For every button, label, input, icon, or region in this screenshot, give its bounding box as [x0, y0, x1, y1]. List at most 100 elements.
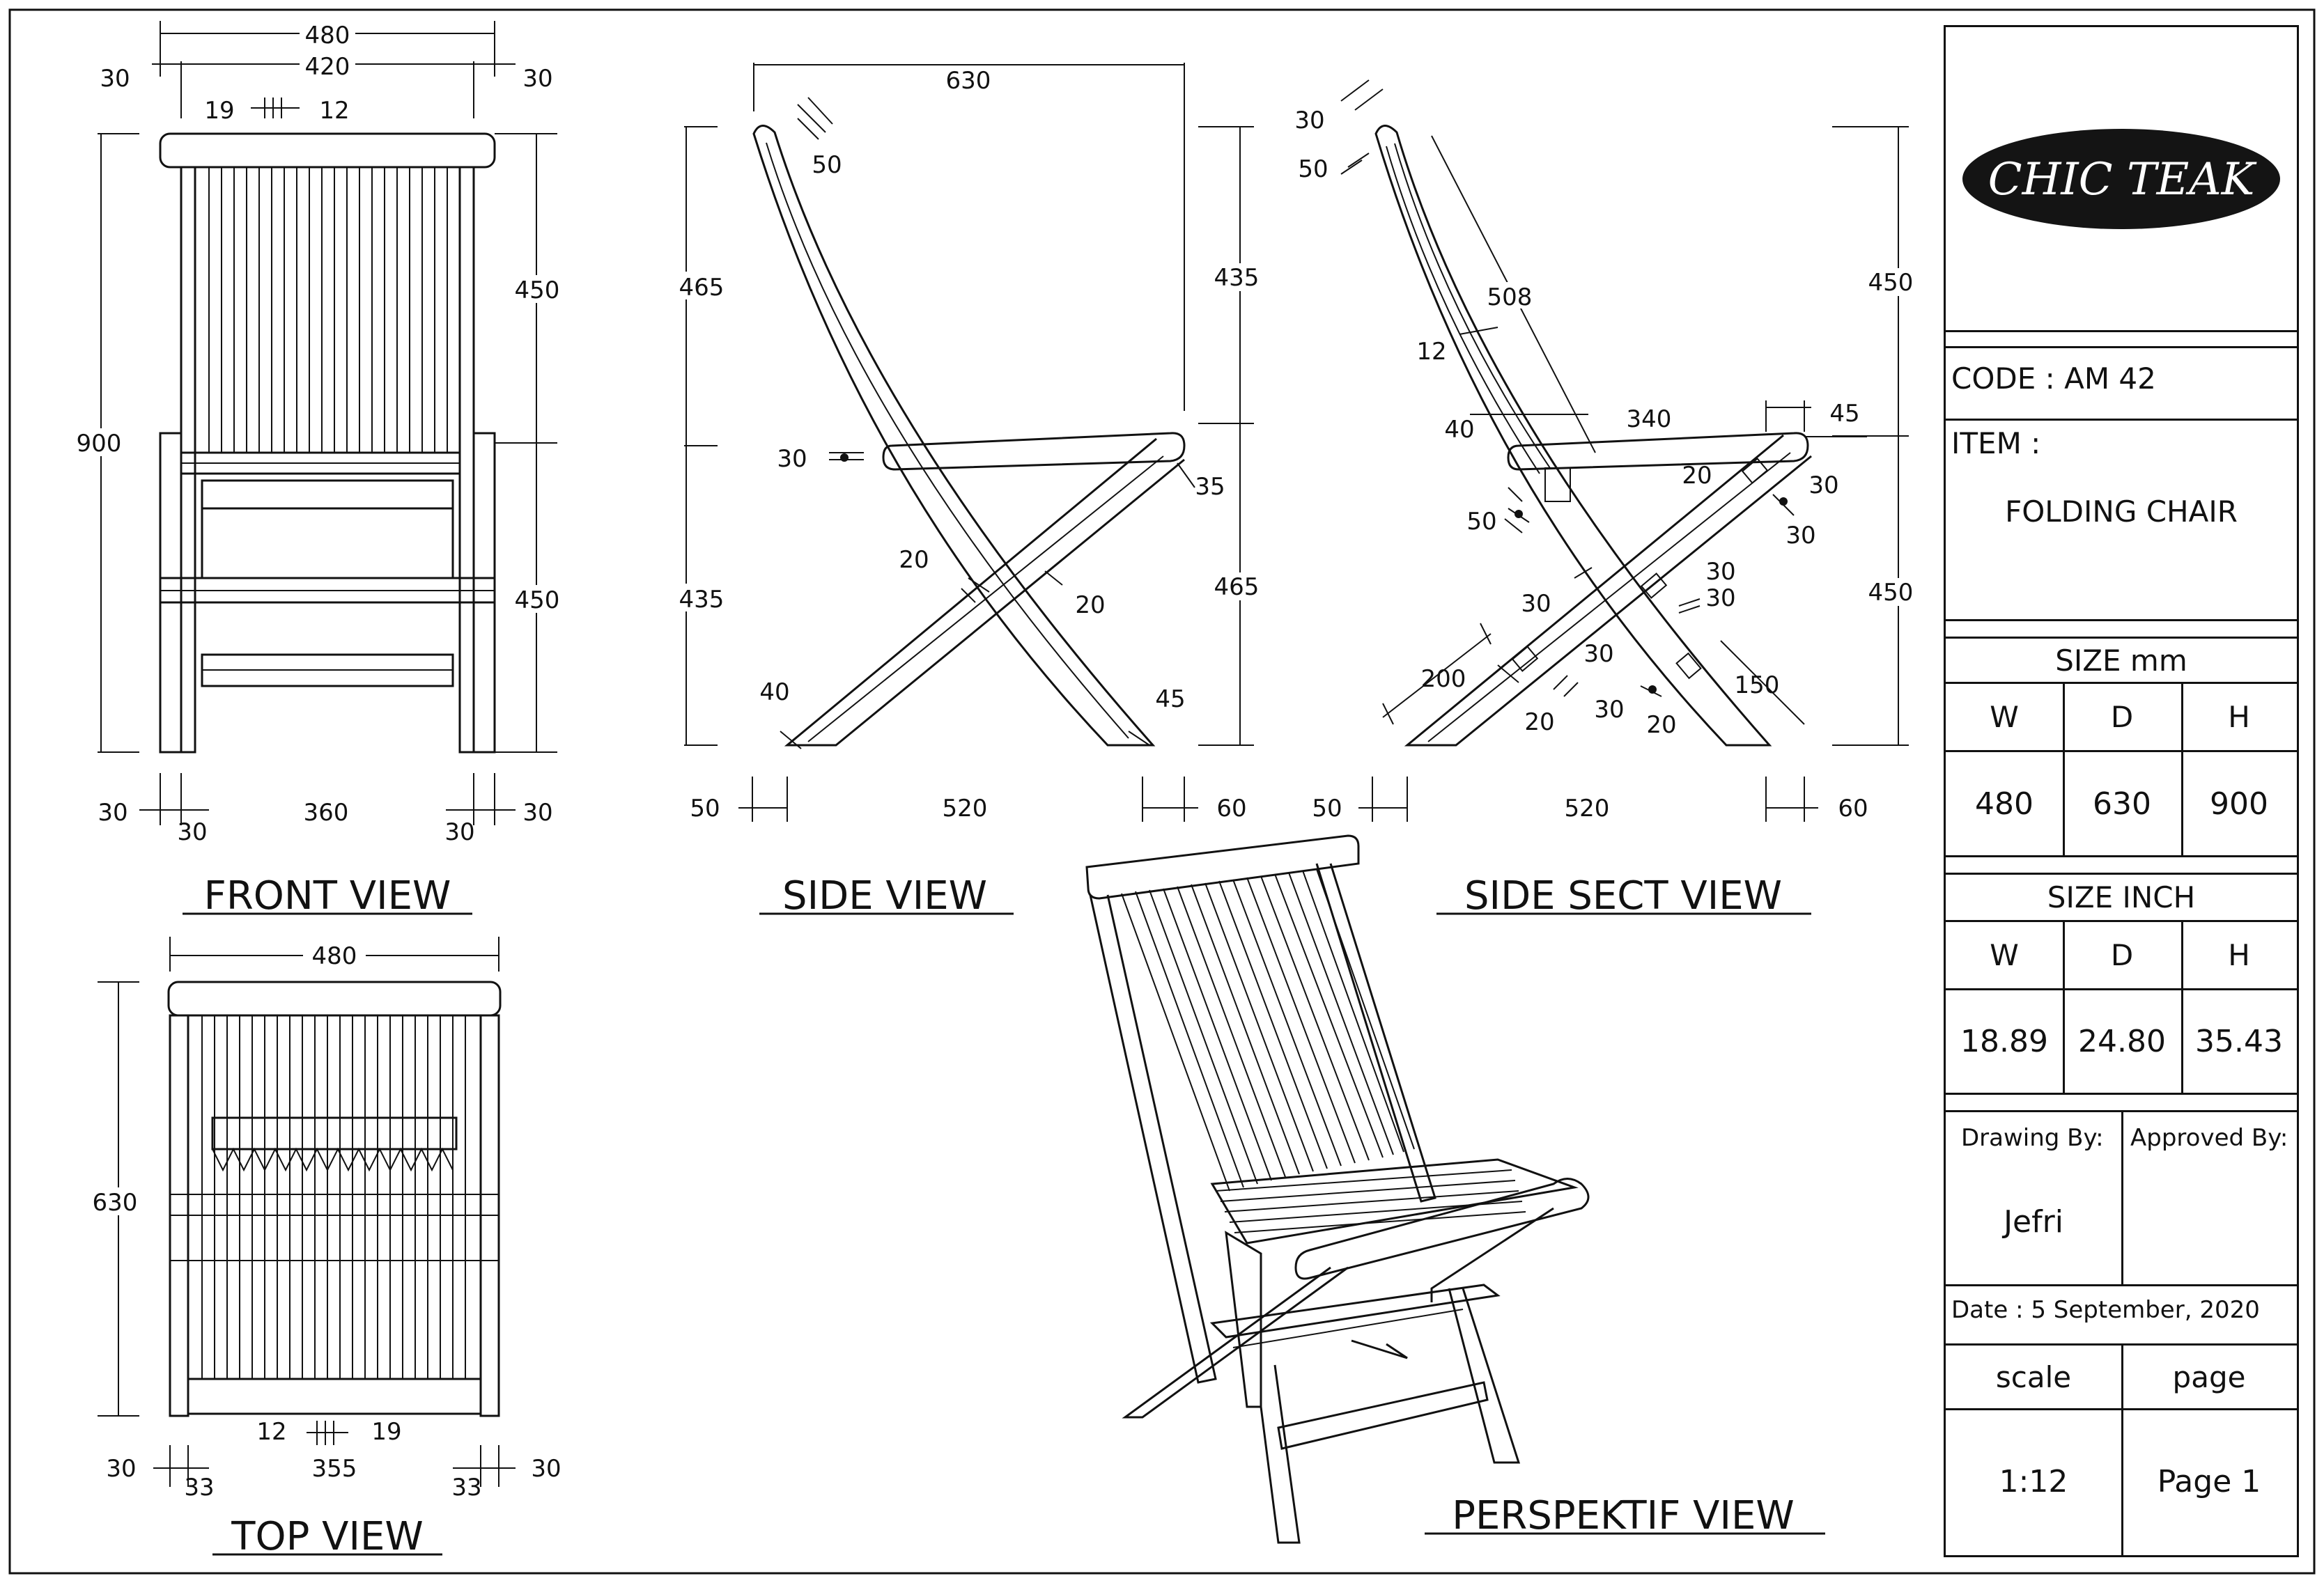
- dim-side-right-lower: 465: [1214, 573, 1260, 601]
- item-label: ITEM :: [1951, 426, 2041, 460]
- side-sect-view-dims: [1340, 79, 1909, 822]
- item-value: FOLDING CHAIR: [2005, 494, 2238, 529]
- dim-side-arm-end: 35: [1195, 473, 1225, 501]
- dim-side-top-cap: 50: [812, 151, 842, 179]
- sheet-border: [8, 8, 2316, 1575]
- dim-sect-right-lower: 450: [1868, 579, 1914, 607]
- dim-front-upper-height: 450: [515, 276, 560, 304]
- perspective-view-title: PERSPEKTIF VIEW: [1452, 1493, 1794, 1538]
- size-mm-value-h: 900: [2210, 786, 2268, 822]
- dim-sect-base-right: 60: [1838, 795, 1868, 822]
- dim-side-arm: 30: [777, 445, 807, 473]
- dim-side-left-lower: 435: [679, 586, 725, 614]
- side-view-dim-labels: 630 50 465 435 435 465 30 35 20 20 40 45…: [672, 66, 1264, 822]
- side-view-title: SIDE VIEW: [782, 873, 987, 919]
- dim-front-base-left: 30: [98, 799, 127, 827]
- dim-sect-brace-b: 30: [1705, 558, 1735, 586]
- dim-sect-top-b: 50: [1298, 155, 1328, 183]
- dim-front-side-left: 30: [100, 65, 130, 93]
- dim-sect-lower-f: 150: [1735, 671, 1780, 699]
- front-view-title: FRONT VIEW: [204, 873, 451, 919]
- chic-teak-logo: CHIC TEAK: [1962, 128, 2280, 229]
- dim-front-side-right: 30: [522, 65, 552, 93]
- dim-side-joint-b: 20: [1075, 591, 1105, 619]
- dim-sect-brace-d: 30: [1583, 640, 1613, 668]
- scale-label: scale: [1995, 1359, 2072, 1394]
- dim-top-depth: 630: [93, 1189, 138, 1217]
- size-mm-header-d: D: [2110, 700, 2134, 734]
- date: Date : 5 September, 2020: [1951, 1296, 2260, 1324]
- dim-sect-lower-e: 20: [1646, 711, 1676, 739]
- dim-front-base-right: 30: [522, 799, 552, 827]
- approved-by-label: Approved By:: [2130, 1124, 2288, 1152]
- dim-sect-brace-a: 50: [1466, 508, 1496, 536]
- dim-sect-arm-len: 340: [1627, 405, 1672, 433]
- dim-front-total-height: 900: [77, 430, 122, 458]
- dim-sect-lower-a: 200: [1421, 665, 1466, 693]
- dim-sect-top-a: 30: [1294, 107, 1324, 134]
- top-view-title: TOP VIEW: [231, 1514, 423, 1559]
- dim-sect-lower-c: 30: [1594, 696, 1624, 724]
- size-mm-title: SIZE mm: [2055, 643, 2187, 678]
- dim-side-right-upper: 435: [1214, 264, 1260, 292]
- perspective-view-drawing: [1085, 834, 1590, 1544]
- dim-sect-lower-b: 20: [1524, 708, 1554, 736]
- size-inch-header-w: W: [1990, 938, 2019, 972]
- dim-top-base-right: 30: [531, 1455, 561, 1483]
- dim-front-slat-gap-b: 12: [319, 97, 349, 125]
- view-titles: FRONT VIEW SIDE VIEW SIDE SECT VIEW TOP …: [183, 873, 1825, 1559]
- size-inch-value-w: 18.89: [1960, 1024, 2048, 1059]
- top-view-drawing: [167, 981, 502, 1417]
- dim-sect-slat: 12: [1416, 338, 1446, 366]
- dim-front-width: 480: [305, 22, 350, 49]
- title-block: CHIC TEAK CODE : AM 42 ITEM : FOLDING CH…: [1944, 25, 2299, 1557]
- dim-sect-right-upper: 450: [1868, 269, 1914, 297]
- dim-top-slat-gap-a: 12: [256, 1418, 286, 1446]
- front-view-drawing: [159, 132, 496, 754]
- dim-front-base-left-inner: 30: [177, 818, 207, 846]
- side-sect-view-drawing: [1374, 125, 1812, 747]
- dim-sect-seat-a: 20: [1682, 462, 1712, 490]
- dim-top-width: 480: [312, 942, 357, 970]
- size-inch-header-h: H: [2228, 938, 2250, 972]
- page-value: Page 1: [2157, 1464, 2261, 1499]
- dim-sect-arm-left: 40: [1444, 416, 1474, 444]
- dim-front-inner-width: 420: [305, 53, 350, 81]
- dim-sect-base-left: 50: [1312, 795, 1342, 822]
- drawing-by-label: Drawing By:: [1961, 1124, 2104, 1152]
- logo-area: CHIC TEAK: [1946, 27, 2297, 330]
- side-view-drawing: [752, 125, 1186, 747]
- dim-sect-brace-c: 30: [1521, 590, 1551, 618]
- size-mm-value-w: 480: [1975, 786, 2034, 822]
- dim-sect-arm-drop: 30: [1808, 471, 1838, 499]
- dim-side-left-upper: 465: [679, 274, 725, 302]
- dim-top-base-right-inner: 33: [451, 1474, 481, 1502]
- top-view-dim-labels: 480 630 12 19 30 33 355 33 30: [87, 942, 561, 1502]
- dim-side-foot-left: 40: [759, 678, 789, 706]
- dim-front-base-span: 360: [304, 799, 349, 827]
- drawing-by-value: Jefri: [2004, 1203, 2063, 1240]
- dim-sect-seat-b: 30: [1785, 522, 1815, 549]
- dim-top-base-left-inner: 33: [184, 1474, 214, 1502]
- dim-front-lower-height: 450: [515, 586, 560, 614]
- dim-side-foot-right: 45: [1155, 685, 1185, 713]
- dim-side-joint-a: 20: [899, 546, 929, 574]
- dim-sect-arm-end: 45: [1829, 400, 1859, 428]
- size-mm-header-w: W: [1990, 700, 2019, 734]
- size-inch-title: SIZE INCH: [2047, 880, 2196, 914]
- dim-side-base-span: 520: [943, 795, 988, 822]
- dim-sect-base-span: 520: [1565, 795, 1610, 822]
- page-label: page: [2172, 1359, 2246, 1394]
- dim-front-slat-gap-a: 19: [204, 97, 234, 125]
- size-mm-value-d: 630: [2093, 786, 2151, 822]
- front-view-dims: [98, 21, 557, 825]
- side-sect-view-title: SIDE SECT VIEW: [1464, 873, 1782, 919]
- front-view-dim-labels: 480 420 30 30 19 12 900 450 450 30 30 36…: [70, 21, 564, 846]
- size-inch-header-d: D: [2110, 938, 2134, 972]
- dim-top-base-left: 30: [106, 1455, 136, 1483]
- size-inch-value-h: 35.43: [2195, 1024, 2283, 1059]
- size-mm-header-h: H: [2228, 700, 2250, 734]
- dim-side-base-right: 60: [1216, 795, 1246, 822]
- size-inch-value-d: 24.80: [2078, 1024, 2166, 1059]
